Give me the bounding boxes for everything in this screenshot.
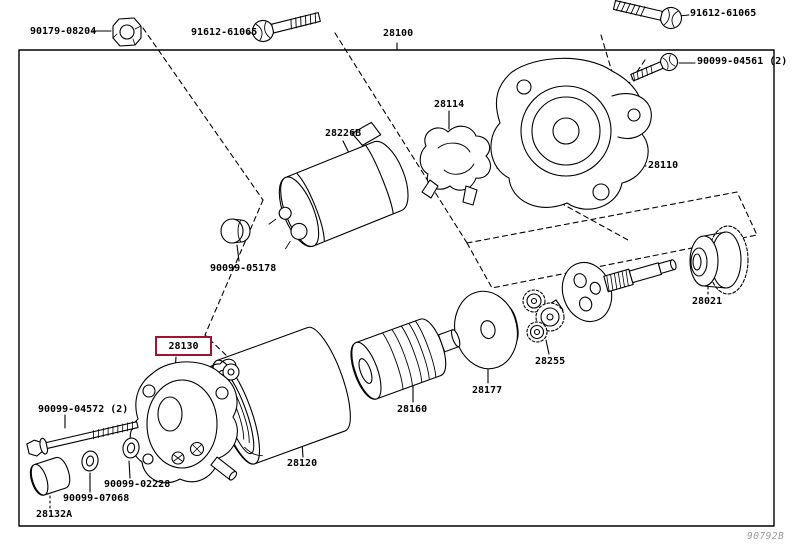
page-code-watermark: 90792B [747,531,785,542]
part-label-28132A[interactable]: 28132A [36,509,73,520]
drawing-bolt-91612-61065-right [612,0,683,30]
part-label-28177[interactable]: 28177 [472,385,503,396]
part-label-90179-08204[interactable]: 90179-08204 [30,26,97,37]
drawing-nut-90099-05178 [220,218,251,244]
part-label-28110[interactable]: 28110 [648,160,679,171]
part-label-28255[interactable]: 28255 [535,356,566,367]
part-label-28100[interactable]: 28100 [383,28,414,39]
part-label-28160[interactable]: 28160 [397,404,428,415]
drawing-bolt-90099-04572 [26,421,139,457]
part-label-28226B[interactable]: 28226B [325,128,362,139]
drawing-washer-90099-02228 [122,437,140,459]
part-label-28021[interactable]: 28021 [692,296,723,307]
part-label-28120[interactable]: 28120 [287,458,318,469]
drawing-cap-28132A [29,456,71,496]
part-label-90099-04561[interactable]: 90099-04561 (2) [697,56,788,67]
drawing-lever-28114 [419,125,491,206]
drawing-ring-90099-07068 [81,450,99,472]
assembly-dashed-lines [142,27,758,381]
drawing-bolt-91612-61065-left [251,12,321,43]
drawing-coil-28160 [350,318,461,400]
drawing-solenoid-28226B [268,121,409,250]
drawing-carrier-shaft [544,259,677,323]
drawing-clutch-28021 [689,225,749,295]
highlighted-part-box-28130[interactable]: 28130 [155,336,212,356]
part-label-90099-02228[interactable]: 90099-02228 [104,479,171,490]
part-label-91612-61065-left[interactable]: 91612-61065 [191,27,258,38]
part-label-28114[interactable]: 28114 [434,99,465,110]
part-label-90099-07068[interactable]: 90099-07068 [63,493,130,504]
part-label-90099-04572[interactable]: 90099-04572 (2) [38,404,129,415]
drawing-disc-28177 [454,290,519,370]
drawing-gears-28255 [522,289,565,343]
part-label-91612-61065-right[interactable]: 91612-61065 [690,8,757,19]
drawing-endframe-28130 [129,358,240,484]
drawing-bolt-90099-04561 [630,52,679,82]
part-label-90099-05178[interactable]: 90099-05178 [210,263,277,274]
drawing-housing-28110 [490,57,652,210]
drawing-nut-90179-08204 [112,17,142,47]
part-label-28130: 28130 [168,340,199,352]
